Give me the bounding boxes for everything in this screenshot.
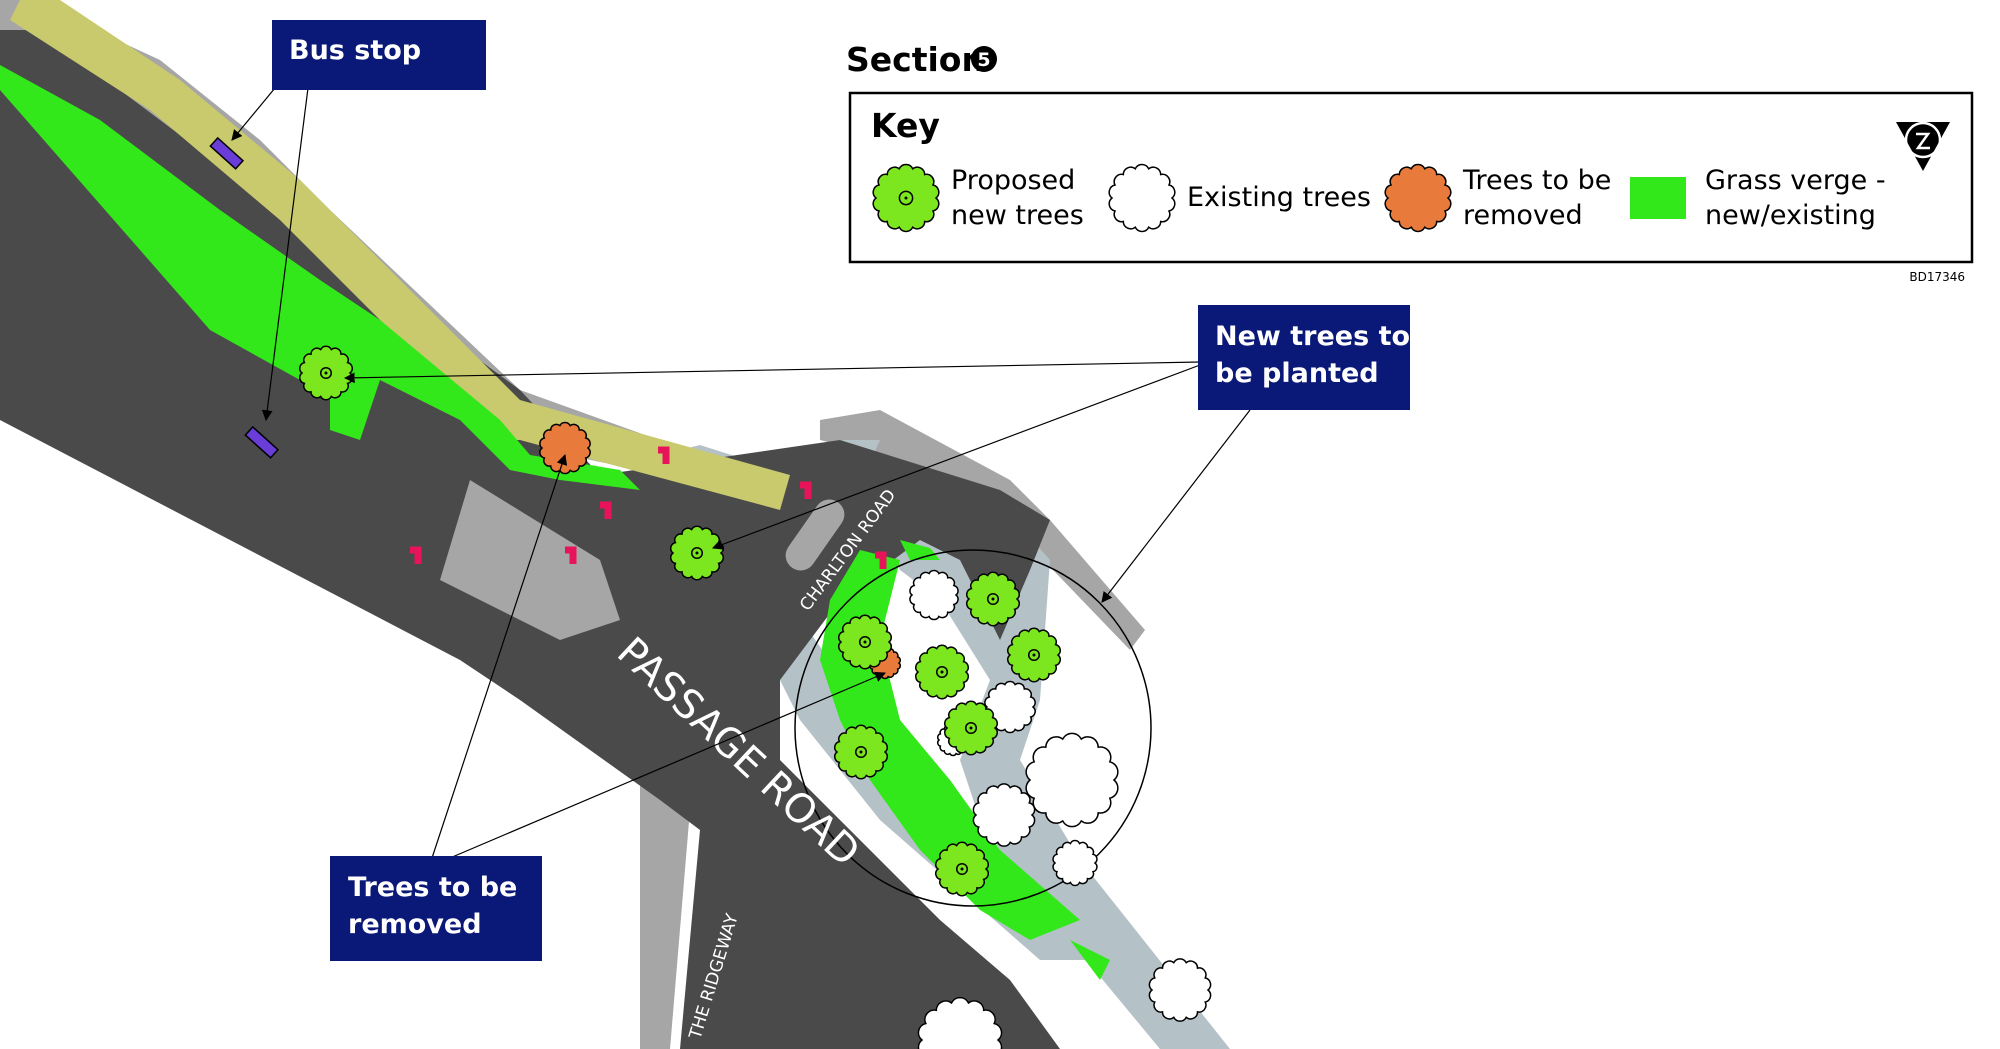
removed-tree-icon <box>1384 163 1452 233</box>
proposed-tree <box>834 724 888 780</box>
removed-tree <box>539 421 591 475</box>
callout-bus-stop-label: Bus stop <box>289 35 421 66</box>
bus-stop-markers <box>209 136 280 459</box>
key-panel: Key Proposed new trees Existing trees Tr… <box>848 91 1974 264</box>
key-title: Key <box>871 106 940 145</box>
callout-bus-stop: Bus stop <box>272 20 486 90</box>
leader-lines <box>231 87 1251 859</box>
proposed-tree-icon <box>872 163 940 233</box>
key-label-removed-line2: removed <box>1463 200 1583 231</box>
proposed-trees <box>299 345 1061 897</box>
proposed-tree <box>299 345 353 401</box>
key-label-proposed-line2: new trees <box>951 200 1084 231</box>
grass-verge-swatch <box>1630 177 1686 219</box>
callout-removed-trees-line2: removed <box>348 909 482 940</box>
proposed-tree <box>915 644 969 700</box>
existing-tree <box>984 680 1036 734</box>
section-number: 5 <box>977 49 990 71</box>
proposed-tree <box>944 700 998 756</box>
roundabout-outline <box>794 549 1152 907</box>
proposed-tree <box>670 525 724 581</box>
removed-tree-symbol <box>1384 163 1452 233</box>
existing-tree-symbol <box>1108 163 1176 233</box>
north-arrow-icon <box>1896 121 1950 171</box>
key-label-grass-line1: Grass verge - <box>1705 165 1886 196</box>
proposed-tree <box>838 614 892 670</box>
callout-removed-trees-line1: Trees to be <box>348 872 517 903</box>
existing-tree <box>1025 732 1119 828</box>
existing-tree <box>1148 958 1212 1022</box>
key-label-existing: Existing trees <box>1187 182 1371 213</box>
key-label-removed-line1: Trees to be <box>1462 165 1611 196</box>
crossing-markers <box>410 446 887 569</box>
proposed-tree <box>1007 627 1061 683</box>
cycle-track <box>10 0 790 510</box>
existing-tree <box>917 996 1003 1049</box>
callout-new-trees-line2: be planted <box>1215 358 1379 389</box>
section-number-badge <box>971 46 997 72</box>
callout-removed-trees: Trees to be removed <box>330 856 542 961</box>
proposed-tree <box>935 841 989 897</box>
callout-new-trees: New trees to be planted <box>1198 305 1410 410</box>
proposed-tree-symbol <box>872 163 940 233</box>
key-label-grass-line2: new/existing <box>1705 200 1876 231</box>
section-title: Section <box>846 40 985 79</box>
existing-tree-icon <box>1108 163 1176 233</box>
existing-tree <box>909 569 959 621</box>
existing-tree <box>1052 839 1098 887</box>
drawing-reference: BD17346 <box>1909 270 1965 284</box>
bus-stop-marker[interactable] <box>209 136 245 170</box>
callout-new-trees-line1: New trees to <box>1215 321 1410 352</box>
proposed-tree <box>966 571 1020 627</box>
existing-tree <box>972 783 1036 847</box>
section-heading: Section 5 <box>846 40 997 79</box>
key-label-proposed-line1: Proposed <box>951 165 1075 196</box>
bus-stop-marker[interactable] <box>244 425 280 459</box>
